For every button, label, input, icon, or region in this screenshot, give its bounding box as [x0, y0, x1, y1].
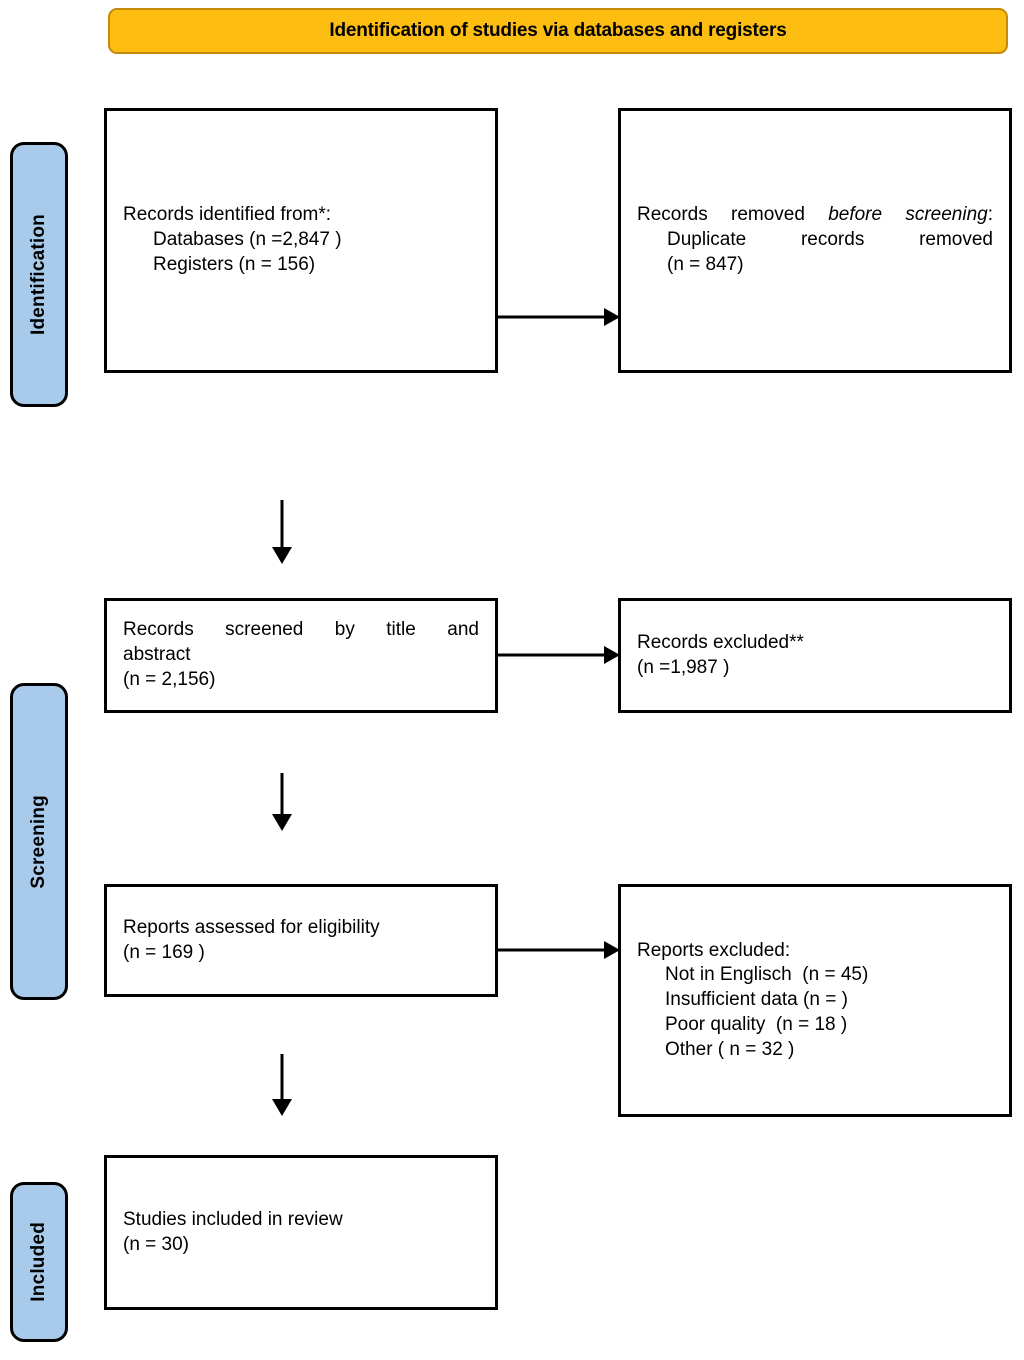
studies-included-heading: Studies included in review	[123, 1208, 343, 1230]
stage-label-identification: Identification	[28, 213, 49, 336]
box-records-screened: Records screened by title and abstract (…	[104, 598, 498, 713]
arrow-right-eligibility-to-reports-excluded	[498, 938, 620, 962]
studies-included-count: (n = 30)	[123, 1233, 190, 1255]
arrow-down-eligibility-to-included	[271, 1054, 293, 1116]
arrow-shaft	[280, 1054, 284, 1100]
arrow-head-right-icon	[604, 308, 620, 326]
arrow-shaft	[280, 773, 284, 815]
box-records-removed: Records removed before screening: Duplic…	[618, 108, 1012, 373]
arrow-head-down-icon	[272, 547, 292, 564]
records-removed-heading-emphasis: before screening	[828, 204, 988, 226]
records-removed-heading-text: Records removed	[637, 204, 829, 226]
box-reports-excluded: Reports excluded: Not in Englisch (n = 4…	[618, 884, 1012, 1117]
reports-excluded-reason-other: Other ( n = 32 )	[665, 1038, 795, 1060]
reports-excluded-reason-poor-quality: Poor quality (n = 18 )	[665, 1013, 848, 1035]
stage-pill-screening: Screening	[10, 683, 68, 1000]
reports-excluded-heading: Reports excluded:	[637, 939, 791, 961]
arrow-head-right-icon	[604, 941, 620, 959]
records-identified-heading: Records identified from*:	[123, 204, 332, 226]
records-excluded-count: (n =1,987 )	[637, 656, 730, 678]
box-records-excluded: Records excluded** (n =1,987 )	[618, 598, 1012, 713]
box-records-identified: Records identified from*: Databases (n =…	[104, 108, 498, 373]
records-screened-line1: Records screened by title and	[123, 619, 479, 641]
arrow-shaft	[280, 500, 284, 548]
arrow-head-down-icon	[272, 1099, 292, 1116]
arrow-shaft	[498, 653, 606, 657]
records-removed-heading-colon: :	[987, 204, 993, 226]
records-identified-databases: Databases (n =2,847 )	[153, 229, 342, 251]
arrow-head-down-icon	[272, 814, 292, 831]
stage-pill-identification: Identification	[10, 142, 68, 407]
stage-pill-included: Included	[10, 1182, 68, 1342]
arrow-shaft	[498, 315, 606, 319]
records-removed-heading: Records removed before screening:	[637, 203, 993, 228]
arrow-down-identified-to-screened	[271, 500, 293, 564]
reports-assessed-count: (n = 169 )	[123, 941, 205, 963]
stage-label-included: Included	[28, 1222, 49, 1302]
reports-excluded-reason-not-english: Not in Englisch (n = 45)	[665, 964, 869, 986]
reports-excluded-reason-insufficient-data: Insufficient data (n = )	[665, 989, 848, 1011]
arrow-right-screened-to-excluded	[498, 643, 620, 667]
stage-label-screening: Screening	[28, 794, 49, 889]
arrow-right-identified-to-removed	[498, 305, 620, 329]
arrow-head-right-icon	[604, 646, 620, 664]
duplicate-records-count: (n = 847)	[667, 253, 744, 275]
records-identified-registers: Registers (n = 156)	[153, 253, 316, 275]
records-screened-line2: abstract	[123, 644, 191, 666]
header-banner: Identification of studies via databases …	[108, 8, 1008, 54]
arrow-shaft	[498, 948, 606, 952]
box-studies-included: Studies included in review (n = 30)	[104, 1155, 498, 1310]
duplicate-records-removed: Duplicate records removed	[667, 229, 993, 251]
banner-title: Identification of studies via databases …	[329, 20, 787, 41]
box-reports-assessed-eligibility: Reports assessed for eligibility (n = 16…	[104, 884, 498, 997]
reports-assessed-heading: Reports assessed for eligibility	[123, 916, 380, 938]
arrow-down-screened-to-eligibility	[271, 773, 293, 831]
records-screened-count: (n = 2,156)	[123, 668, 216, 690]
records-excluded-heading: Records excluded**	[637, 631, 804, 653]
